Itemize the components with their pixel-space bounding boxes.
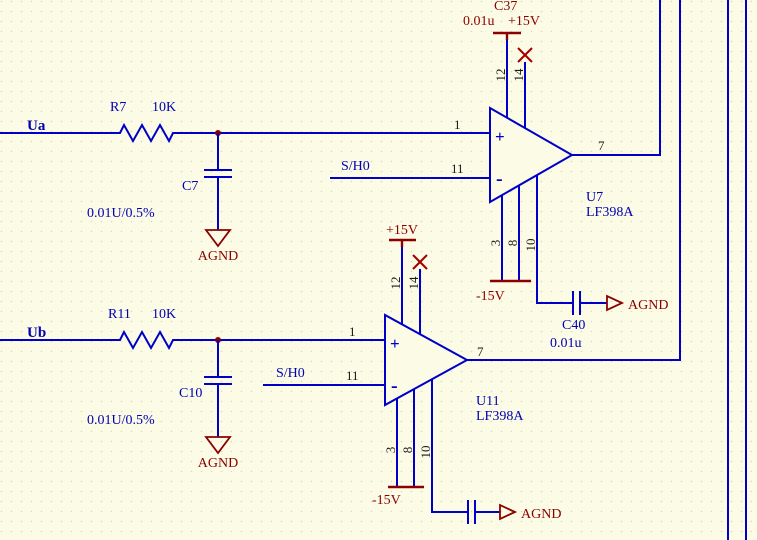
pin-number-11: 11 bbox=[451, 161, 464, 176]
agnd-port-symbol[interactable] bbox=[204, 436, 232, 455]
designator-c40[interactable]: C40 bbox=[562, 318, 585, 333]
net-label-ua[interactable]: Ua bbox=[27, 118, 46, 134]
pin-number-11: 11 bbox=[346, 368, 359, 383]
resistor-symbol-r7[interactable] bbox=[113, 122, 180, 144]
power-label-plus15[interactable]: +15V bbox=[508, 14, 540, 29]
pin-number-8: 8 bbox=[505, 240, 520, 247]
pin-number-12: 12 bbox=[493, 69, 508, 82]
value-r11[interactable]: 10K bbox=[152, 307, 176, 322]
wire-output-u7[interactable] bbox=[572, 0, 661, 156]
agnd-label[interactable]: AGND bbox=[198, 456, 238, 471]
wire-pin10-u11[interactable] bbox=[431, 379, 468, 513]
power-label-minus15[interactable]: -15V bbox=[476, 289, 505, 304]
top-supply-group: C37 0.01u +15V bbox=[463, 0, 540, 29]
pin-number-12: 12 bbox=[388, 277, 403, 290]
part-number-u7[interactable]: LF398A bbox=[586, 205, 634, 220]
value-c7[interactable]: 0.01U/0.5% bbox=[87, 206, 155, 221]
pin-number-8: 8 bbox=[400, 447, 415, 454]
amp1-circuit: Ua R7 10K C7 0.01U/0.5% AGND S/H0 11 1 1… bbox=[0, 0, 668, 351]
pin-number-7: 7 bbox=[598, 138, 605, 153]
wire-pin10-u7[interactable] bbox=[536, 175, 573, 304]
agnd-arrow-symbol[interactable] bbox=[499, 503, 518, 521]
pin-number-10: 10 bbox=[523, 239, 538, 252]
no-erc-marker[interactable] bbox=[517, 47, 533, 63]
designator-r11[interactable]: R11 bbox=[108, 307, 131, 322]
agnd-port-symbol[interactable] bbox=[204, 229, 232, 248]
power-label-plus15[interactable]: +15V bbox=[386, 223, 418, 238]
wire-output-u11[interactable] bbox=[467, 0, 681, 361]
designator-u7[interactable]: U7 bbox=[586, 190, 603, 205]
no-erc-marker[interactable] bbox=[412, 254, 428, 270]
opamp-symbol-u7[interactable] bbox=[489, 106, 575, 204]
value-r7[interactable]: 10K bbox=[152, 100, 176, 115]
part-number-u11[interactable]: LF398A bbox=[476, 409, 524, 424]
value-c37[interactable]: 0.01u bbox=[463, 14, 495, 29]
net-label-ub[interactable]: Ub bbox=[27, 325, 46, 341]
pin-number-10: 10 bbox=[418, 446, 433, 459]
agnd-label[interactable]: AGND bbox=[628, 298, 668, 313]
amp2-circuit: Ub R11 10K C10 0.01U/0.5% AGND S/H0 11 1… bbox=[0, 0, 681, 524]
net-label-sh0[interactable]: S/H0 bbox=[341, 159, 370, 174]
pin-number-3: 3 bbox=[488, 240, 503, 247]
designator-c37[interactable]: C37 bbox=[494, 0, 517, 14]
agnd-label[interactable]: AGND bbox=[521, 507, 561, 522]
opamp-plus-input-sign: + bbox=[495, 127, 505, 146]
pin-number-3: 3 bbox=[383, 447, 398, 454]
opamp-symbol-u11[interactable] bbox=[384, 313, 470, 407]
agnd-label[interactable]: AGND bbox=[198, 249, 238, 264]
value-c10[interactable]: 0.01U/0.5% bbox=[87, 413, 155, 428]
pin-number-14: 14 bbox=[511, 68, 526, 82]
designator-c10[interactable]: C10 bbox=[179, 386, 202, 401]
opamp-minus-input-sign: - bbox=[391, 375, 398, 397]
designator-r7[interactable]: R7 bbox=[110, 100, 126, 115]
pin-number-1: 1 bbox=[349, 324, 356, 339]
pin-number-7: 7 bbox=[477, 344, 484, 359]
designator-c7[interactable]: C7 bbox=[182, 179, 198, 194]
agnd-arrow-symbol[interactable] bbox=[606, 294, 625, 312]
power-label-minus15[interactable]: -15V bbox=[372, 493, 401, 508]
net-label-sh0[interactable]: S/H0 bbox=[276, 366, 305, 381]
resistor-symbol-r11[interactable] bbox=[113, 329, 180, 351]
pin-number-14: 14 bbox=[406, 276, 421, 290]
opamp-minus-input-sign: - bbox=[496, 168, 503, 190]
value-c40[interactable]: 0.01u bbox=[550, 336, 582, 351]
pin-number-1: 1 bbox=[454, 117, 461, 132]
opamp-plus-input-sign: + bbox=[390, 334, 400, 353]
designator-u11[interactable]: U11 bbox=[476, 394, 500, 409]
